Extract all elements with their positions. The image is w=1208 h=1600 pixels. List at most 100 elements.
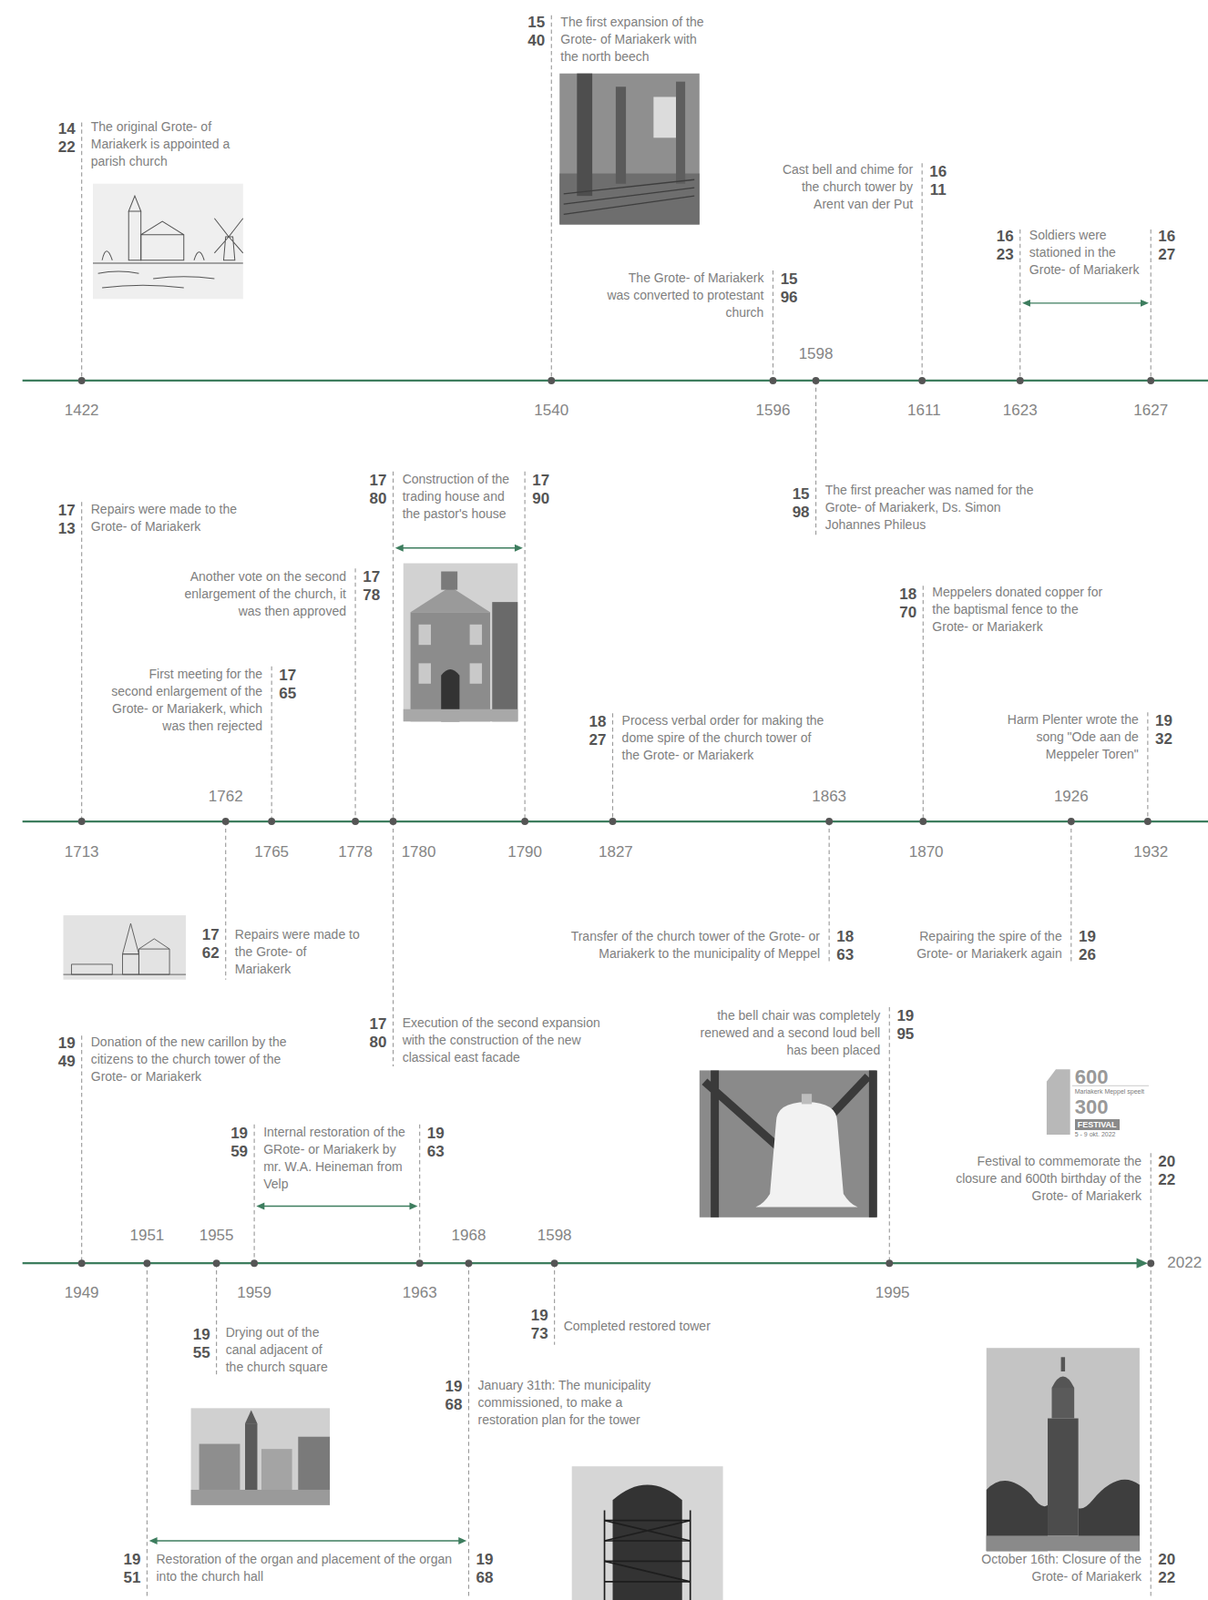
sketch-1762 [62,964,186,975]
sketch-1422 [102,251,205,261]
event-description: October 16th: Closure of the Grote- of M… [978,1551,1142,1587]
sketch-1422 [92,263,244,288]
axis-year: 1778 [337,843,373,862]
time-axis [22,1262,1140,1265]
event-dot [918,377,926,385]
photo-canal [199,1444,241,1491]
axis-year: 1780 [401,843,437,862]
event-dot [885,1259,893,1268]
event-description: Festival to commemorate the closure and … [952,1153,1142,1206]
event-description: The original Grote- of Mariakerk is appo… [91,118,246,171]
photo-bell [801,1094,812,1105]
period-arrow [395,544,404,553]
event-dot [1146,1259,1155,1268]
photo-scaffold [604,1510,691,1600]
year-marker: 17 13 [55,501,78,539]
photo-canal [191,1408,330,1505]
period-arrow [260,1206,414,1208]
year-marker: 15 98 [789,485,812,523]
axis-year: 1926 [1054,788,1089,807]
period-arrow [409,1203,418,1211]
event-description: Repairing the spire of the Grote- or Mar… [898,928,1062,963]
photo-bell [755,1102,858,1208]
event-description: The first expansion of the Grote- of Mar… [560,13,714,66]
photo-1540 [559,73,700,226]
sketch-1422 [92,184,244,300]
year-marker: 19 68 [442,1378,465,1415]
event-dot [812,377,820,385]
axis-year: 1611 [907,401,942,420]
axis-year: 1827 [598,843,634,862]
photo-1780 [491,602,518,722]
axis-year: 1955 [199,1227,235,1246]
axis-year: 1627 [1133,401,1168,420]
event-description: Meppelers donated copper for the baptism… [931,583,1115,636]
event-description: Execution of the second expansion with t… [402,1014,607,1067]
period-arrow [153,1540,463,1542]
photo-scaffold [613,1484,683,1600]
event-dot [389,818,398,826]
photo-canal [191,1408,330,1505]
photo-1540 [615,86,626,184]
event-dot [1016,377,1024,385]
event-dot [250,1259,258,1268]
photo-1540 [675,81,686,185]
photo-tower [1052,1388,1075,1420]
logo-text: Mariakerk Meppel speelt [1074,1087,1145,1096]
axis-year: 1932 [1133,843,1168,862]
year-marker: 18 63 [834,928,857,965]
event-dot [213,1259,221,1268]
photo-1780 [410,586,491,613]
year-marker: 17 90 [530,471,553,509]
photo-scaffold [604,1521,691,1583]
photo-scaffold [604,1510,691,1600]
sketch-1422 [128,195,141,261]
event-description: Harm Plenter wrote the song "Ode aan de … [980,711,1139,764]
photo-scaffold [572,1466,724,1600]
axis-year: 1949 [64,1284,100,1303]
year-marker: 19 51 [121,1551,144,1588]
period-arrow [458,1537,467,1546]
axis-year: 1863 [811,788,847,807]
year-marker: 17 65 [276,666,299,704]
event-dot [222,818,230,826]
event-description: Completed restored tower [563,1318,748,1336]
photo-1780 [419,624,482,685]
festival-logo [1046,1069,1071,1136]
event-dot [551,1259,559,1268]
axis-year: 1995 [875,1284,911,1303]
axis-year: 1540 [533,401,569,420]
event-dot [609,818,617,826]
year-marker: 16 23 [993,227,1016,265]
year-marker: 19 49 [55,1034,78,1072]
photo-1780 [470,663,482,684]
year-marker: 17 80 [367,471,390,509]
photo-1780 [403,563,519,723]
year-marker: 14 22 [55,120,78,157]
photo-1780 [410,612,491,722]
photo-scaffold [572,1466,724,1600]
photo-tower [1047,1419,1079,1537]
year-marker: 20 22 [1156,1153,1178,1190]
period-arrow [1022,299,1031,308]
photo-tower [986,1535,1140,1552]
year-marker: 19 95 [894,1007,917,1045]
event-dot [416,1259,424,1268]
axis-year: 1968 [451,1227,487,1246]
year-marker: 15 40 [525,13,548,51]
logo-text: FESTIVAL [1074,1119,1120,1131]
logo-text: 600 [1074,1067,1109,1088]
year-marker: 17 78 [360,568,383,605]
event-dot [78,377,86,385]
photo-canal [191,1490,330,1506]
year-marker: 18 27 [586,713,609,750]
photo-tower [1052,1377,1075,1389]
axis-year: 1623 [1003,401,1038,420]
dashed-leader [225,821,1072,1067]
event-dot [78,1259,86,1268]
year-marker: 17 80 [367,1015,390,1053]
dashed-leader [81,15,1152,536]
event-description: Soldiers were stationed in the Grote- of… [1029,226,1147,279]
sketch-1762 [138,939,170,975]
